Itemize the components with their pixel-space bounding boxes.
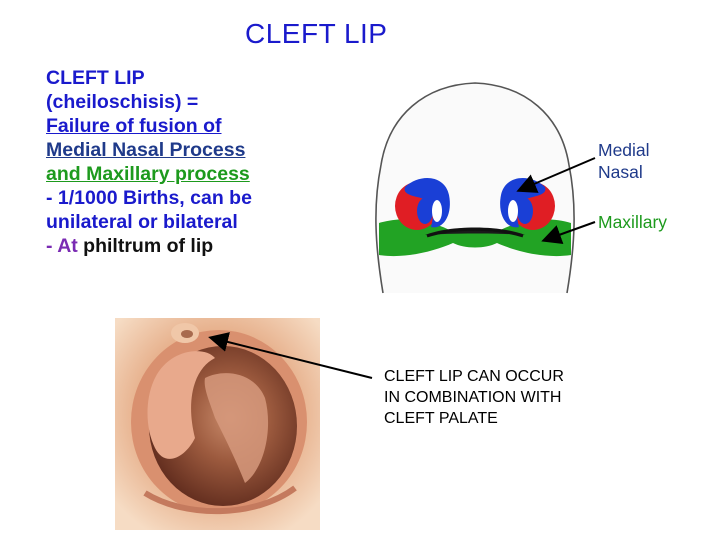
label-medial-nasal: Medial Nasal [598, 140, 650, 182]
description-block: CLEFT LIP (cheiloschisis) = Failure of f… [46, 66, 346, 258]
line-1: CLEFT LIP [46, 67, 145, 89]
slide-title: CLEFT LIP [245, 18, 388, 49]
line-8: - At philtrum of lip [46, 234, 346, 258]
line-2: (cheiloschisis) = [46, 91, 199, 113]
combination-note: CLEFT LIP CAN OCCUR IN COMBINATION WITH … [384, 368, 564, 427]
embryo-face-diagram [365, 65, 585, 300]
cleft-lip-photo [115, 318, 320, 530]
line-6: - 1/1000 Births, can be [46, 187, 252, 209]
at-prefix: - At [46, 235, 78, 257]
philtrum-text: philtrum of lip [77, 235, 214, 257]
line-7: unilateral or bilateral [46, 211, 238, 233]
line-3: Failure of fusion of [46, 115, 222, 137]
line-5: and Maxillary process [46, 163, 250, 185]
label-maxillary: Maxillary [598, 212, 668, 232]
palate-band [379, 219, 571, 257]
line-4: Medial Nasal Process [46, 139, 246, 161]
